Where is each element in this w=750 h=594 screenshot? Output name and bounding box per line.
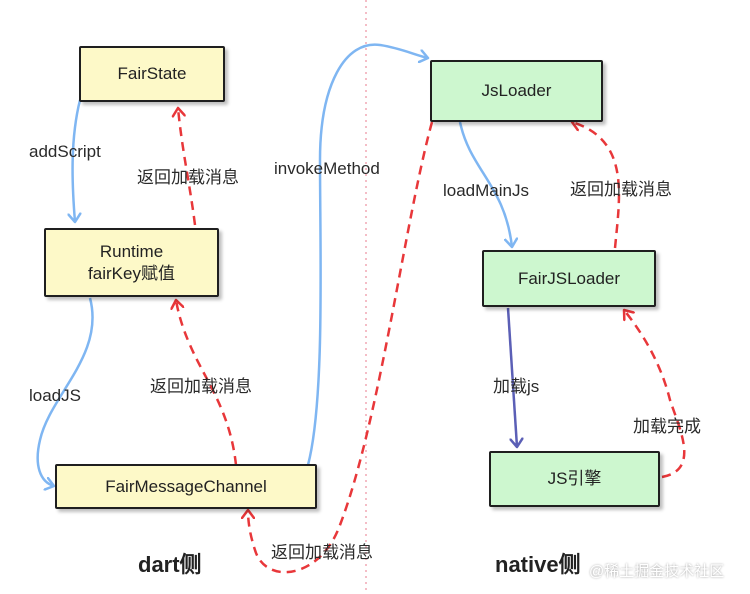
edge-return-4 <box>572 122 621 249</box>
edge-add-script <box>73 99 80 222</box>
node-runtime-label-2: fairKey赋值 <box>88 263 175 283</box>
node-fair-js-loader-label: FairJSLoader <box>517 268 621 288</box>
label-load-main-js: loadMainJs <box>443 181 529 200</box>
node-fair-state: FairState <box>79 46 225 102</box>
node-js-engine-label: JS引擎 <box>547 469 602 488</box>
node-js-loader: JsLoader <box>430 60 603 122</box>
node-runtime-label-1: Runtime <box>99 241 164 261</box>
node-fair-js-loader: FairJSLoader <box>482 250 656 307</box>
label-load-js: loadJS <box>29 386 81 405</box>
label-return-msg-2: 返回加载消息 <box>150 377 252 396</box>
node-fair-message-channel-label: FairMessageChannel <box>105 476 267 496</box>
label-load-done: 加载完成 <box>633 417 701 436</box>
label-return-msg-4: 返回加载消息 <box>570 180 672 199</box>
label-return-msg-1: 返回加载消息 <box>137 168 239 187</box>
edge-invoke-method <box>306 43 428 466</box>
node-js-loader-label: JsLoader <box>481 81 552 100</box>
edge-load-main-js <box>458 121 512 247</box>
side-label-dart: dart侧 <box>138 552 202 577</box>
edge-return-3 <box>248 121 434 574</box>
label-load-js-cn: 加载js <box>493 377 540 396</box>
node-js-engine: JS引擎 <box>489 451 660 507</box>
label-invoke-method: invokeMethod <box>274 159 380 178</box>
label-return-msg-3: 返回加载消息 <box>271 543 373 562</box>
watermark: @稀土掘金技术社区 <box>589 563 725 580</box>
edge-load-done <box>624 310 686 479</box>
edge-load-js <box>36 297 94 486</box>
node-fair-state-label: FairState <box>117 64 187 83</box>
node-fair-message-channel: FairMessageChannel <box>55 464 317 509</box>
edge-return-2 <box>176 300 238 466</box>
edge-return-1 <box>178 108 197 226</box>
label-add-script: addScript <box>29 142 101 161</box>
side-label-native: native侧 <box>495 552 581 577</box>
node-runtime: Runtime fairKey赋值 <box>44 228 219 297</box>
edge-load-js-engine <box>506 307 517 447</box>
